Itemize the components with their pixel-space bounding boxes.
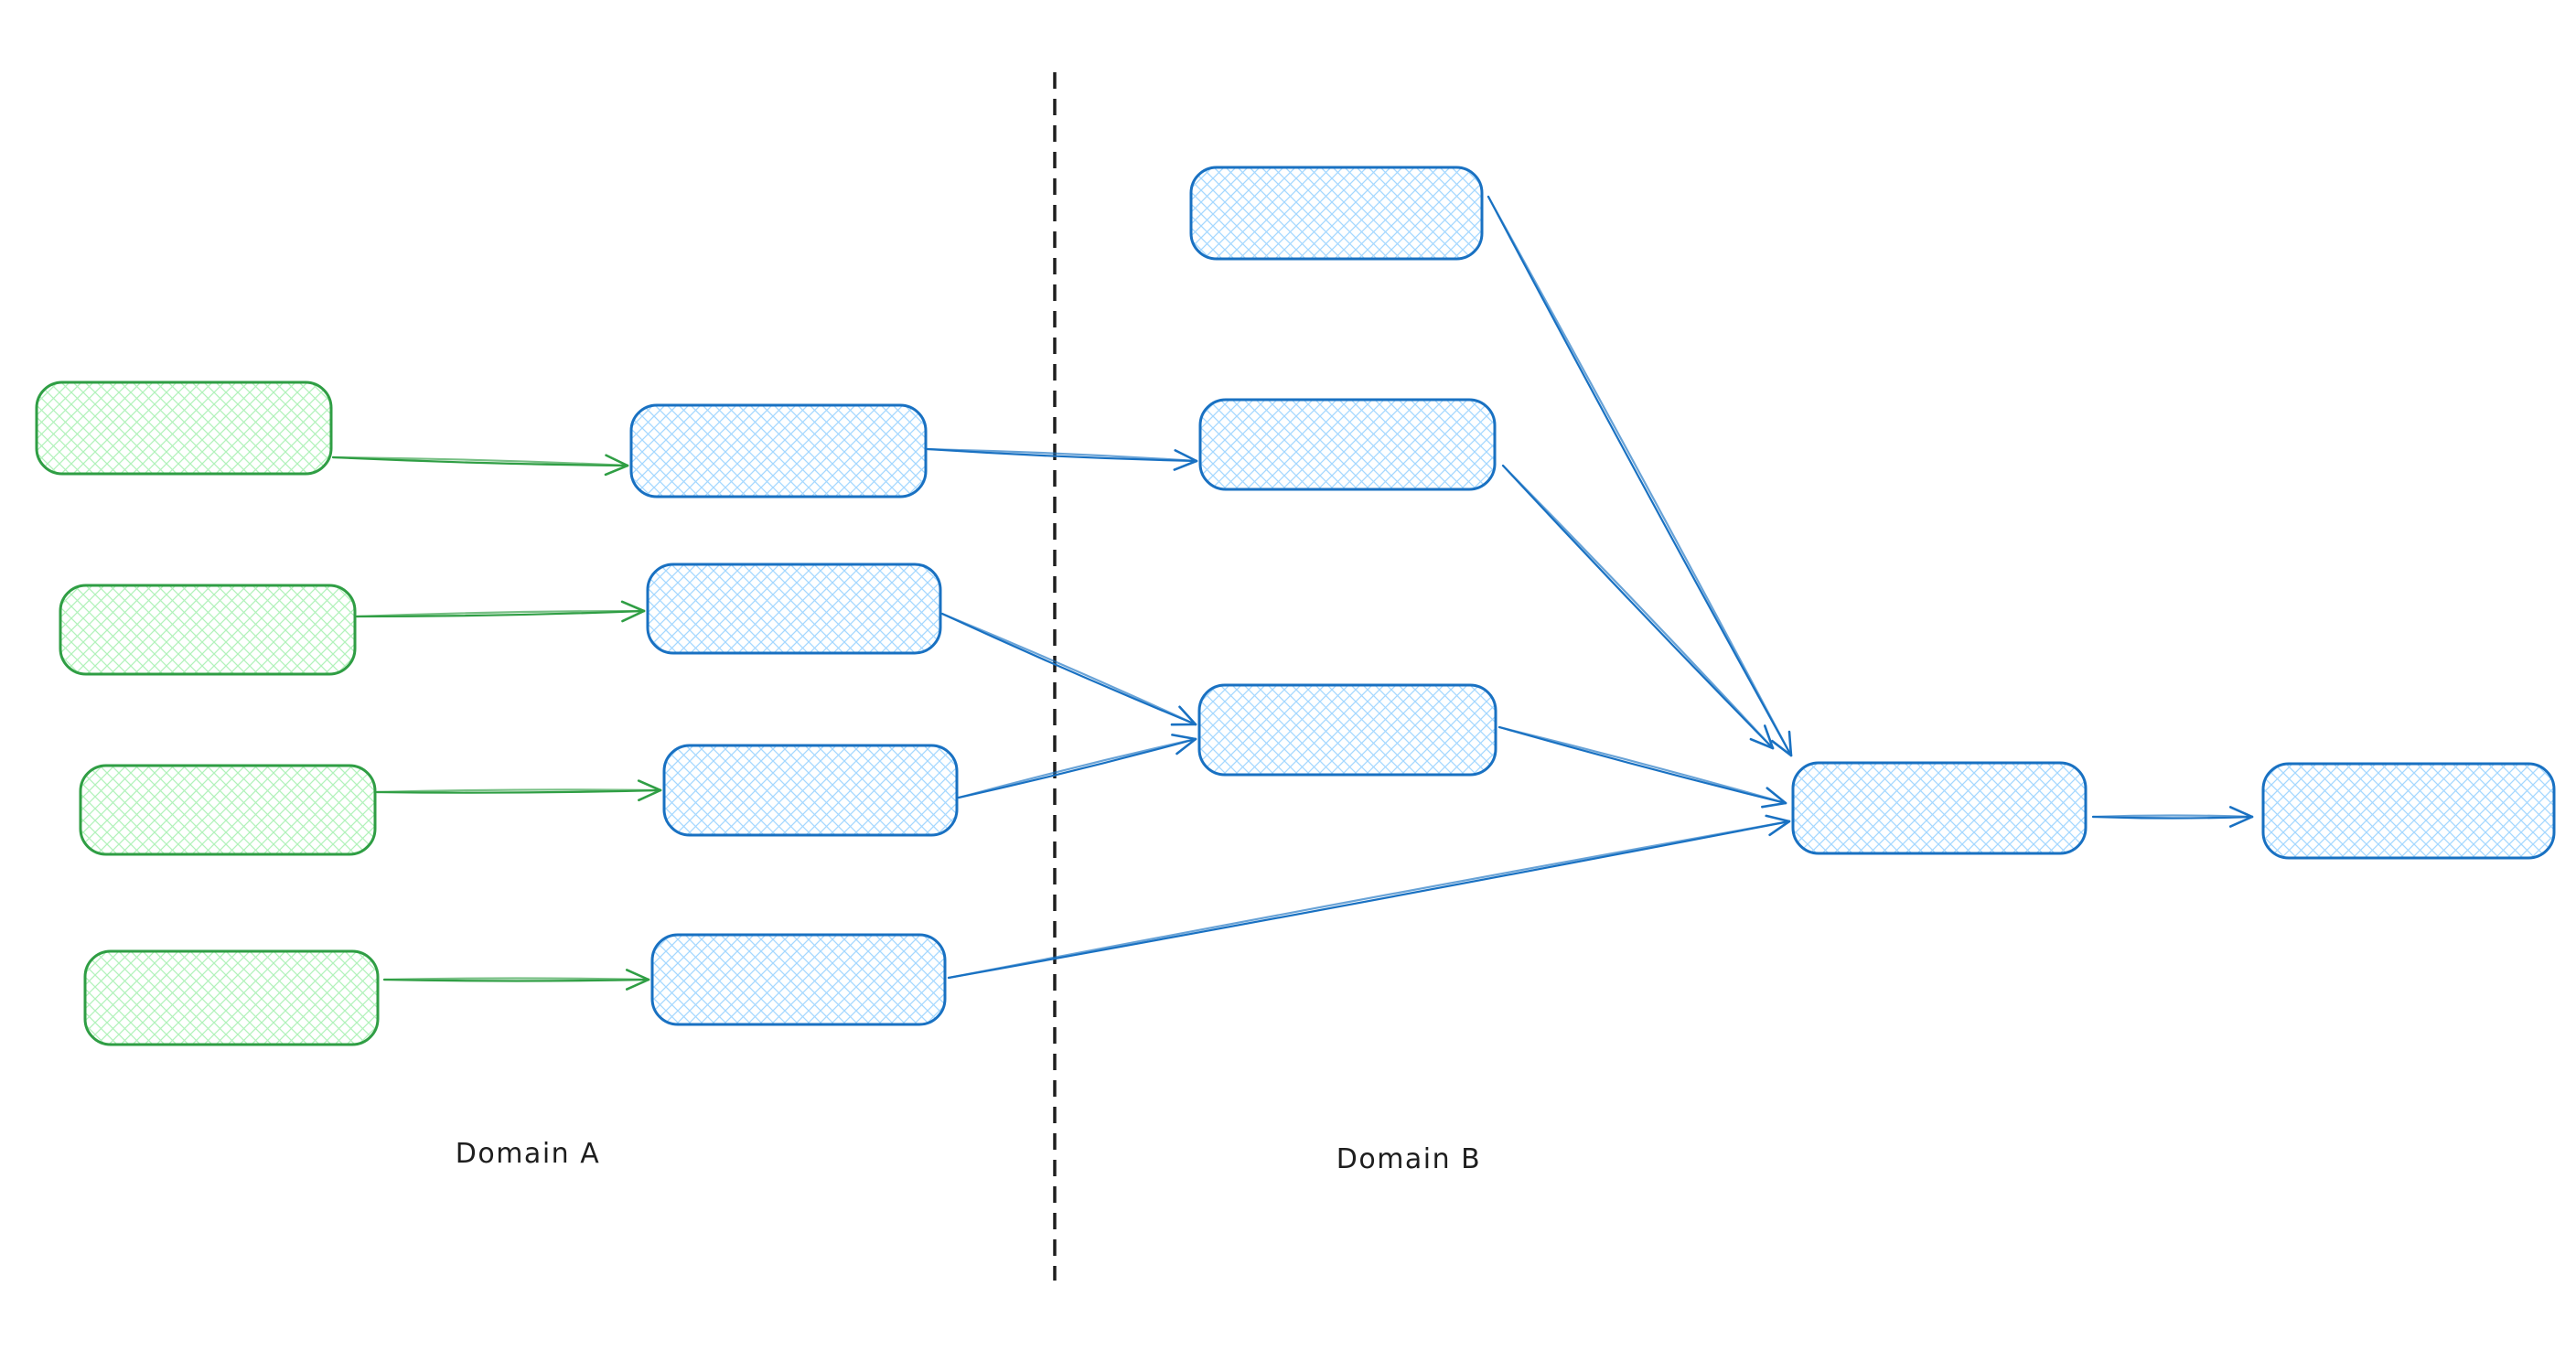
arrowhead (1175, 737, 1197, 756)
arrow-shaft (382, 977, 650, 981)
arrowhead (625, 969, 650, 981)
arrowhead (1174, 449, 1198, 463)
nodes-layer (35, 166, 2556, 1046)
node-domain-b-node-1[interactable] (1189, 166, 1484, 261)
node-domain-a-process-2[interactable] (646, 563, 942, 655)
arrow-b-node-3-to-aggregator[interactable] (1497, 725, 1787, 809)
node-domain-a-process-3[interactable] (662, 744, 959, 837)
arrow-shaft (957, 737, 1197, 799)
node-domain-a-source-1[interactable] (35, 381, 333, 476)
arrow-shaft (355, 609, 646, 618)
node-domain-a-process-1[interactable] (629, 403, 928, 498)
arrow-shaft (1487, 195, 1793, 757)
arrowhead (637, 779, 662, 792)
arrow-source-2-to-process-2[interactable] (355, 600, 646, 623)
arrow-source-3-to-process-3[interactable] (375, 779, 662, 802)
arrow-b-node-2-to-aggregator[interactable] (1501, 464, 1775, 750)
arrowhead (638, 788, 662, 802)
arrowhead (1787, 730, 1793, 757)
arrow-shaft (1497, 725, 1787, 805)
node-domain-b-output[interactable] (2261, 762, 2556, 860)
arrows-layer (331, 195, 2254, 991)
arrow-shaft (331, 456, 629, 467)
arrowhead (1765, 814, 1791, 823)
arrow-aggregator-to-output[interactable] (2091, 806, 2254, 828)
arrow-shaft (1501, 464, 1775, 750)
arrow-process-4-to-aggregator[interactable] (947, 814, 1791, 980)
arrow-shaft (947, 820, 1791, 980)
arrow-shaft (1501, 464, 1775, 750)
arrow-b-node-1-to-aggregator[interactable] (1487, 195, 1793, 757)
arrow-process-3-to-b-node-3[interactable] (957, 734, 1197, 799)
node-domain-a-process-4[interactable] (650, 933, 947, 1026)
arrow-process-2-to-b-node-3[interactable] (940, 612, 1197, 726)
arrow-shaft (375, 788, 662, 794)
arrowhead (605, 454, 629, 467)
arrow-shaft (926, 447, 1198, 463)
node-domain-b-node-3[interactable] (1197, 683, 1497, 777)
arrow-shaft (2091, 814, 2254, 819)
arrowhead (1768, 820, 1791, 837)
arrowhead (2228, 815, 2254, 828)
arrowhead (1761, 801, 1787, 809)
arrow-process-1-to-b-node-2[interactable] (926, 447, 1198, 471)
arrow-shaft (947, 820, 1791, 980)
arrowhead (620, 600, 646, 613)
domain-b-label[interactable]: Domain B (1336, 1143, 1482, 1175)
arrow-source-4-to-process-4[interactable] (382, 969, 650, 991)
node-domain-a-source-2[interactable] (59, 584, 357, 676)
arrowhead (1771, 739, 1793, 757)
arrowhead (1749, 737, 1775, 750)
arrowhead (2228, 806, 2254, 819)
arrowhead (621, 609, 646, 623)
arrowhead (1171, 734, 1197, 741)
node-domain-a-source-3[interactable] (79, 764, 377, 856)
arrowhead (1766, 787, 1787, 805)
arrow-shaft (382, 978, 650, 982)
arrowhead (1763, 724, 1775, 750)
node-domain-b-node-2[interactable] (1198, 398, 1497, 491)
arrow-shaft (2091, 815, 2254, 820)
arrowhead (1178, 705, 1197, 726)
arrow-shaft (355, 609, 646, 618)
arrowhead (1173, 459, 1198, 471)
arrow-shaft (331, 456, 629, 467)
arrowhead (625, 978, 650, 991)
arrow-shaft (940, 612, 1197, 726)
arrow-shaft (940, 612, 1197, 726)
arrow-source-1-to-process-1[interactable] (331, 454, 629, 477)
arrow-shaft (1497, 725, 1787, 805)
arrowhead (604, 464, 629, 477)
arrow-shaft (926, 447, 1198, 463)
arrow-shaft (957, 737, 1197, 799)
node-domain-b-aggregator[interactable] (1791, 761, 2088, 855)
domain-a-label[interactable]: Domain A (456, 1138, 600, 1170)
node-domain-a-source-4[interactable] (83, 949, 380, 1046)
arrow-shaft (1487, 195, 1793, 757)
arrow-shaft (375, 788, 662, 794)
